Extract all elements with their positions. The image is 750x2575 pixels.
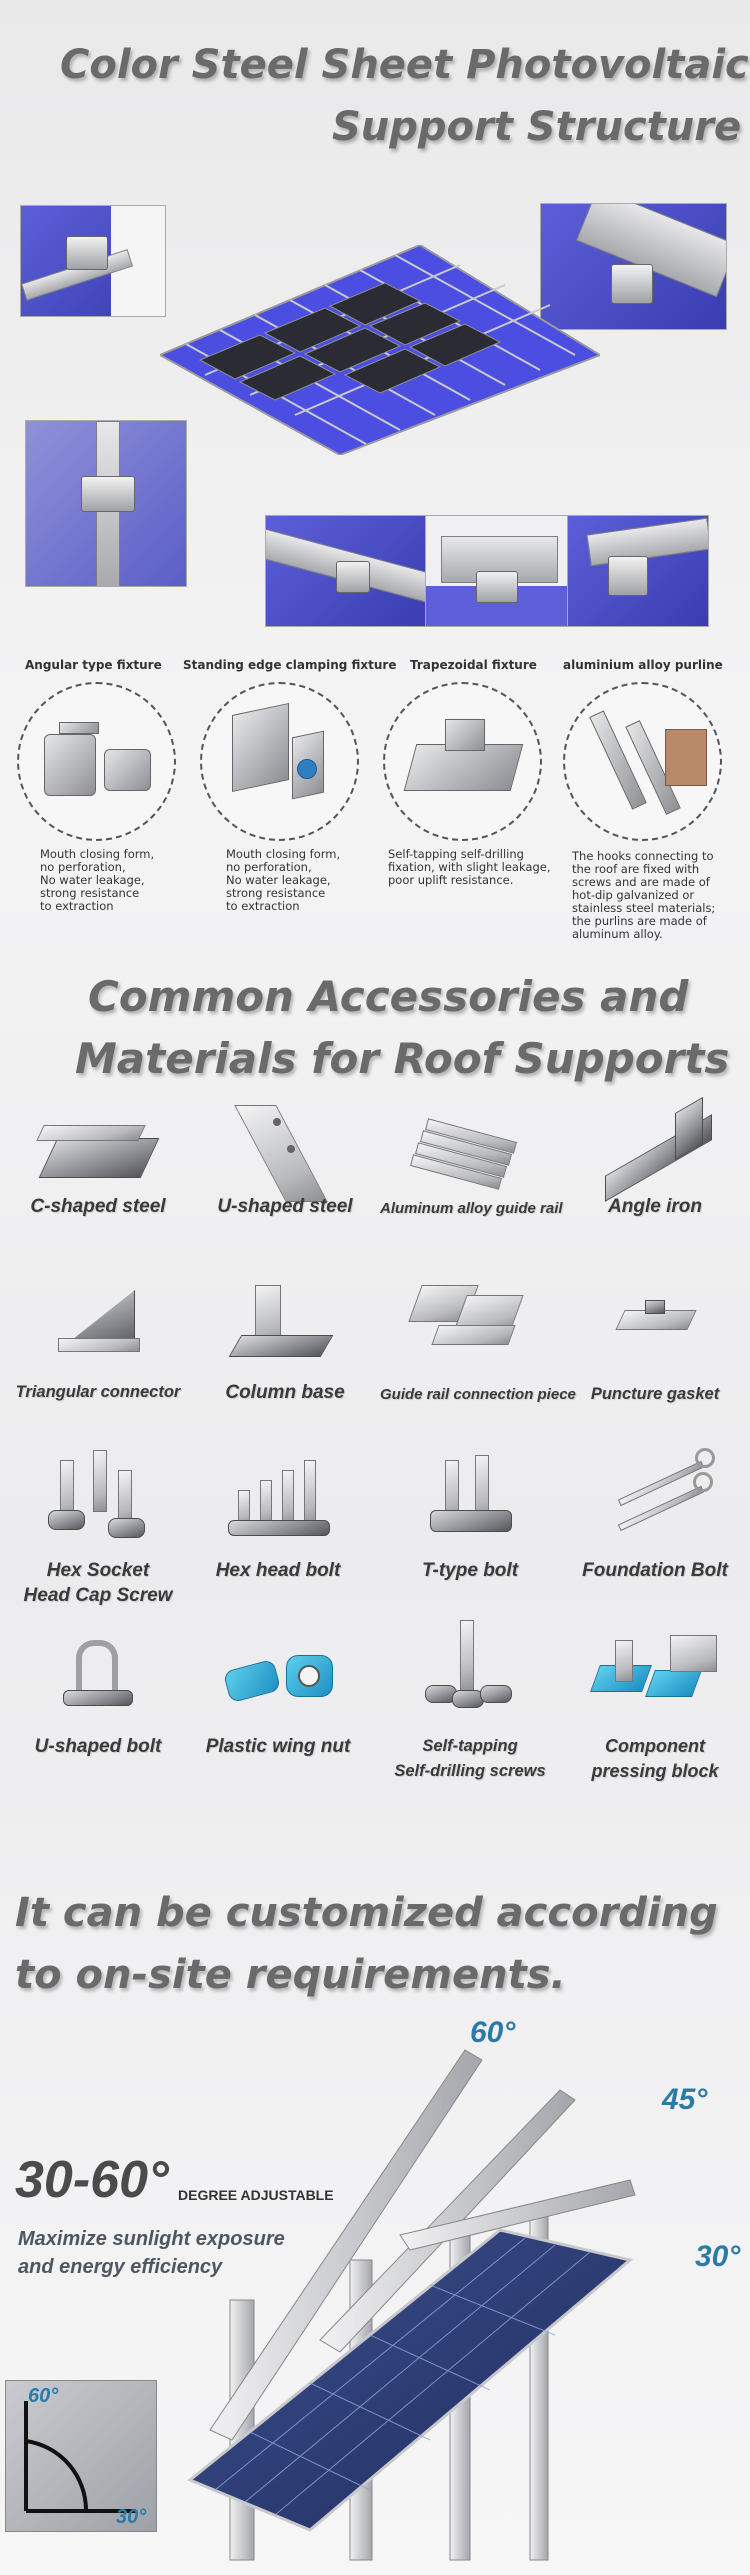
- column-base-image: [205, 1260, 365, 1380]
- self-tapping-screws-image: [390, 1620, 550, 1740]
- component-pressing-block-image: [575, 1620, 735, 1740]
- accessories-title-line2: Materials for Roof Supports: [75, 1034, 730, 1083]
- fixture-title-trapezoidal: Trapezoidal fixture: [410, 658, 537, 672]
- fixture-image-trapezoidal: [383, 682, 542, 841]
- accessory-label: Puncture gasket: [590, 1385, 720, 1403]
- inset-label-30: 30°: [116, 2506, 147, 2528]
- triangular-connector-image: [18, 1260, 178, 1380]
- angle-label-45: 45°: [662, 2083, 708, 2116]
- angle-label-30: 30°: [695, 2240, 741, 2273]
- hex-head-bolt-image: [198, 1440, 358, 1560]
- accessory-label: Component pressing block: [591, 1736, 719, 1781]
- fixture-title-angular: Angular type fixture: [25, 658, 162, 672]
- accessory-label: Guide rail connection piece: [380, 1386, 576, 1403]
- clamp-photo-bottom-1: [265, 515, 427, 627]
- foundation-bolt-image: [575, 1440, 735, 1560]
- t-type-bolt-image: [390, 1440, 550, 1560]
- custom-title-line2: to on-site requirements.: [15, 1952, 566, 1998]
- angle-inset: 60° 30°: [5, 2380, 157, 2532]
- inset-label-60: 60°: [28, 2385, 59, 2407]
- accessory-label: Foundation Bolt: [582, 1560, 728, 1581]
- page-title-line1: Color Steel Sheet Photovoltaic: [60, 42, 749, 88]
- angle-range: 30-60°: [15, 2151, 169, 2209]
- custom-title-line1: It can be customized according: [15, 1890, 718, 1936]
- fixture-image-standing-edge: [200, 682, 359, 841]
- fixture-desc-standing-edge: Mouth closing form, no perforation, No w…: [226, 847, 341, 913]
- customization-section: It can be customized according to on-sit…: [0, 1840, 750, 2575]
- accessory-label: C-shaped steel: [30, 1196, 166, 1217]
- accessory-label: U-shaped bolt: [34, 1736, 162, 1757]
- u-shaped-bolt-image: [18, 1620, 178, 1740]
- clamp-photo-top-left: [20, 205, 166, 317]
- clamp-photo-top-right: [540, 203, 727, 330]
- plastic-wing-nut-image: [198, 1620, 358, 1740]
- fixture-desc-angular: Mouth closing form, no perforation, No w…: [40, 847, 155, 913]
- u-shaped-steel-image: [205, 1100, 365, 1220]
- angle-range-subtitle: DEGREE ADJUSTABLE: [178, 2187, 334, 2203]
- clamp-photo-bottom-2: [425, 515, 569, 627]
- accessory-label: Angle iron: [608, 1196, 702, 1217]
- clamp-photo-left: [25, 420, 187, 587]
- support-structure-section: Color Steel Sheet Photovoltaic Support S…: [0, 0, 750, 960]
- hex-socket-screw-image: [18, 1440, 178, 1560]
- accessories-section: Common Accessories and Materials for Roo…: [0, 960, 750, 1840]
- fixture-desc-trapezoidal: Self-tapping self-drilling fixation, wit…: [388, 847, 551, 887]
- adjustable-panel-illustration: [187, 2049, 636, 2561]
- accessory-label: U-shaped steel: [217, 1196, 353, 1217]
- fixture-desc-purline: The hooks connecting to the roof are fix…: [572, 849, 716, 941]
- guide-rail-connection-image: [390, 1260, 550, 1380]
- clamp-photo-bottom-3: [567, 515, 709, 627]
- sunlight-desc-line2: and energy efficiency: [18, 2256, 223, 2278]
- accessory-label: Column base: [225, 1382, 345, 1403]
- accessory-label: T-type bolt: [421, 1560, 519, 1581]
- puncture-gasket-image: [575, 1260, 735, 1380]
- fixture-image-purline: [563, 682, 722, 841]
- accessory-label: Plastic wing nut: [205, 1736, 351, 1757]
- accessory-label: Aluminum alloy guide rail: [380, 1200, 563, 1217]
- angle-label-60: 60°: [470, 2016, 516, 2049]
- accessory-label: Triangular connector: [15, 1383, 181, 1401]
- page-title-line2: Support Structure: [332, 104, 742, 150]
- fixture-image-angular: [17, 682, 176, 841]
- accessory-label: Self-tapping Self-drilling screws: [394, 1737, 546, 1780]
- fixture-title-purline: aluminium alloy purline: [563, 658, 723, 672]
- fixture-title-standing-edge: Standing edge clamping fixture: [183, 658, 397, 672]
- roof-panel-diagram: [160, 245, 600, 455]
- accessories-title-line1: Common Accessories and: [88, 972, 689, 1021]
- sunlight-desc-line1: Maximize sunlight exposure: [18, 2228, 285, 2250]
- accessory-label: Hex head bolt: [215, 1560, 341, 1581]
- accessory-label: Hex Socket Head Cap Screw: [23, 1560, 173, 1606]
